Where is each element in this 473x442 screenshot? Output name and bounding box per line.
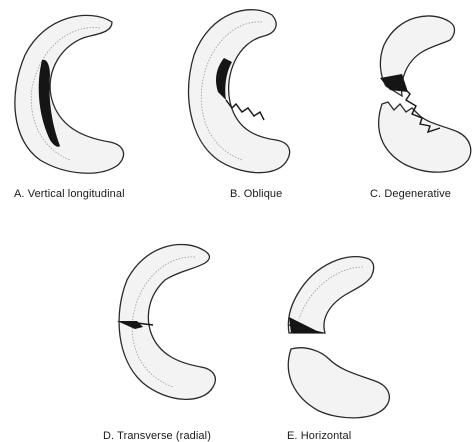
panel-vertical-longitudinal: A. Vertical longitudinal	[0, 0, 160, 200]
meniscus-horizontal-figure	[275, 255, 400, 441]
caption-e: E. Horizontal	[287, 430, 351, 442]
panel-degenerative: C. Degenerative	[360, 0, 473, 200]
caption-d: D. Transverse (radial)	[103, 430, 211, 442]
meniscus-degenerative-figure	[360, 0, 473, 200]
caption-c: C. Degenerative	[370, 188, 451, 200]
panel-horizontal: E. Horizontal	[275, 255, 400, 441]
caption-a: A. Vertical longitudinal	[14, 188, 125, 200]
panel-transverse-radial: D. Transverse (radial)	[95, 225, 255, 441]
meniscus-vertical-longitudinal-figure	[0, 0, 160, 200]
meniscus-transverse-figure	[95, 225, 255, 441]
caption-b: B. Oblique	[230, 188, 282, 200]
panel-oblique: B. Oblique	[180, 0, 310, 200]
meniscus-oblique-figure	[180, 0, 310, 200]
